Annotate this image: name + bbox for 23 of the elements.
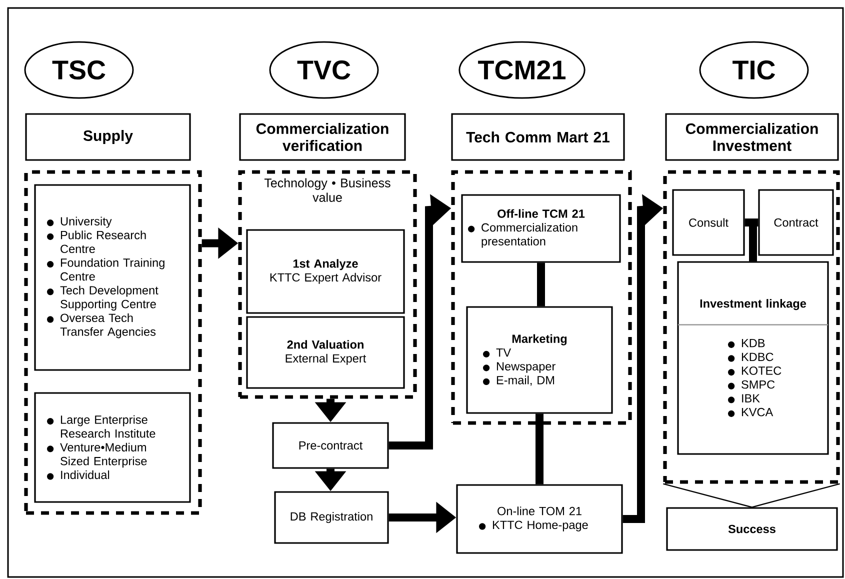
process-box: Off-line TCM 21 Commercialization presentation xyxy=(461,194,621,263)
stage-title-box: Supply xyxy=(25,113,191,161)
connector-line xyxy=(749,218,758,262)
process-box: DB Registration xyxy=(274,491,389,544)
dashed-group-box xyxy=(24,170,202,515)
list-box: University Public Research Centre Foundation Training Centre Tech Development Supporting Centre Oversea Tech Transfer Agencies xyxy=(34,184,191,371)
result-box: Success xyxy=(666,507,838,551)
process-box: 1st Analyze KTTC Expert Advisor xyxy=(246,229,405,314)
list-box: Large Enterprise Research Institute Venture•Medium Sized Enterprise Individual xyxy=(34,392,191,503)
dashed-group-box xyxy=(663,170,840,484)
connector-line xyxy=(536,414,544,484)
stage-title-box: Tech Comm Mart 21 xyxy=(451,113,625,161)
connector-line xyxy=(537,262,545,306)
list-box: Investment linkage KDB KDBC KOTEC SMPC IBK KVCA xyxy=(677,261,829,455)
process-box: 2nd Valuation External Expert xyxy=(246,316,405,389)
process-box: Marketing TV Newspaper E-mail, DM xyxy=(466,306,613,414)
process-box: Consult xyxy=(672,189,745,256)
process-box: On-line TOM 21 KTTC Home-page xyxy=(456,484,623,554)
stage-title-box: Commercialization Investment xyxy=(665,113,839,161)
process-box: Pre-contract xyxy=(272,422,389,469)
stage-title-box: Commercialization verification xyxy=(239,113,406,161)
dashed-group-box xyxy=(451,170,632,425)
process-box: Contract xyxy=(758,189,834,256)
